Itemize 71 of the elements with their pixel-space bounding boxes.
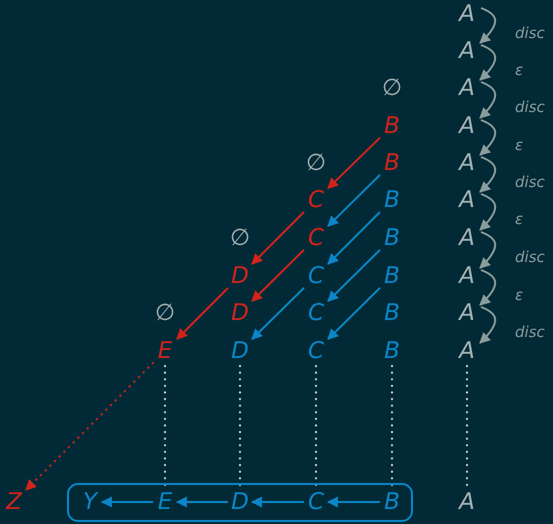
empty-set-symbol: ∅ — [304, 148, 328, 178]
dotted-arrow — [24, 362, 154, 492]
letter-label: A — [455, 36, 479, 66]
edge-label: disc — [514, 324, 546, 340]
letter-label: C — [304, 261, 328, 291]
letter-label: C — [304, 185, 328, 215]
curved-arrow — [479, 231, 496, 269]
arrow — [327, 287, 381, 340]
arrow — [327, 174, 381, 227]
letter-label: A — [455, 336, 479, 366]
curved-arrow — [479, 269, 496, 306]
letter-label: C — [304, 336, 328, 366]
dotted-line — [164, 364, 166, 488]
letter-label: A — [455, 487, 479, 517]
letter-label: B — [380, 148, 404, 178]
edge-label: disc — [514, 99, 546, 115]
letter-label: B — [380, 336, 404, 366]
curved-arrow — [479, 119, 496, 156]
curved-arrow — [479, 193, 496, 231]
arrow — [176, 287, 229, 340]
arrow — [327, 136, 381, 190]
letter-label: D — [228, 261, 252, 291]
curved-arrow — [479, 44, 496, 81]
arrow — [251, 287, 305, 340]
letter-label: D — [228, 336, 252, 366]
curved-arrow — [479, 81, 496, 119]
letter-label: C — [304, 223, 328, 253]
letter-label: B — [380, 185, 404, 215]
dotted-line — [466, 364, 468, 488]
dotted-line — [238, 364, 242, 488]
arrow — [100, 496, 153, 508]
dotted-line — [390, 364, 394, 488]
dotted-line — [314, 364, 318, 488]
rounded-box — [67, 483, 413, 522]
letter-label: A — [455, 148, 479, 178]
letter-label: D — [228, 298, 252, 328]
letter-label: B — [380, 223, 404, 253]
letter-label: Z — [2, 487, 26, 517]
letter-label: A — [455, 223, 479, 253]
letter-label: E — [153, 336, 177, 366]
letter-label: B — [380, 111, 404, 141]
letter-label: A — [455, 0, 479, 29]
arrow — [327, 211, 381, 265]
curved-arrow — [479, 156, 496, 193]
arrow — [251, 211, 305, 265]
letter-label: Y — [78, 487, 102, 517]
arrow — [327, 249, 381, 302]
letter-label: A — [455, 185, 479, 215]
arrow — [250, 496, 304, 508]
letter-label: E — [153, 487, 177, 517]
letter-label: A — [455, 111, 479, 141]
letter-label: B — [380, 261, 404, 291]
empty-set-symbol: ∅ — [380, 73, 404, 103]
arrow — [251, 249, 305, 302]
empty-set-symbol: ∅ — [228, 223, 252, 253]
curved-arrow — [479, 7, 496, 44]
empty-set-symbol: ∅ — [153, 298, 177, 328]
letter-label: D — [228, 487, 252, 517]
letter-label: A — [455, 298, 479, 328]
letter-label: B — [380, 487, 404, 517]
letter-label: A — [455, 73, 479, 103]
edge-label: disc — [514, 174, 546, 190]
arrow — [176, 496, 228, 508]
letter-label: B — [380, 298, 404, 328]
arrow — [326, 496, 380, 508]
letter-label: A — [455, 261, 479, 291]
edge-label: disc — [514, 24, 546, 40]
edge-label: disc — [514, 249, 546, 265]
letter-label: C — [304, 487, 328, 517]
letter-label: C — [304, 298, 328, 328]
curved-arrow — [479, 306, 496, 344]
